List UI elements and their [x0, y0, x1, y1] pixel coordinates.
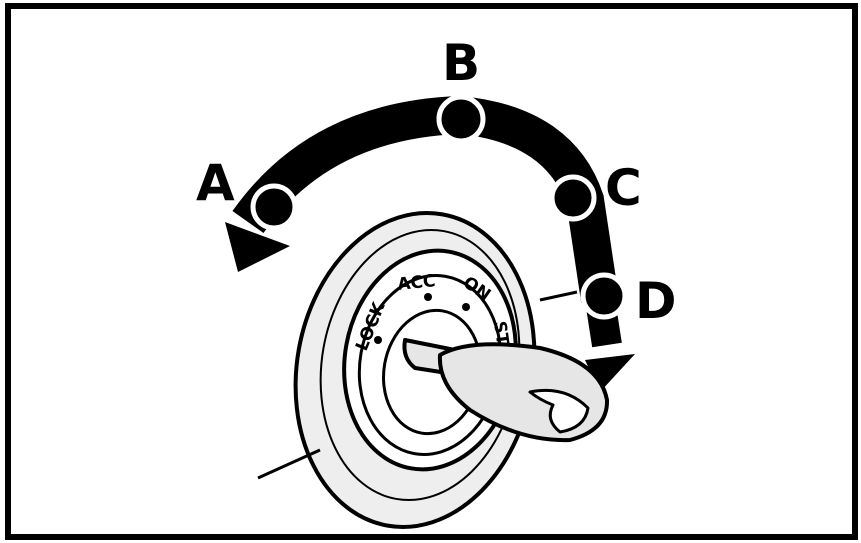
label-c: C — [605, 159, 642, 217]
position-dot-a — [253, 186, 295, 228]
position-dot-d — [583, 275, 625, 317]
tick-acc — [424, 293, 432, 301]
label-d: D — [635, 272, 677, 330]
tick-on — [462, 303, 470, 311]
label-a: A — [196, 154, 235, 212]
position-dot-c — [552, 177, 594, 219]
position-label-acc: ACC — [396, 271, 436, 295]
label-b: B — [442, 34, 480, 92]
position-dot-b — [439, 97, 483, 141]
